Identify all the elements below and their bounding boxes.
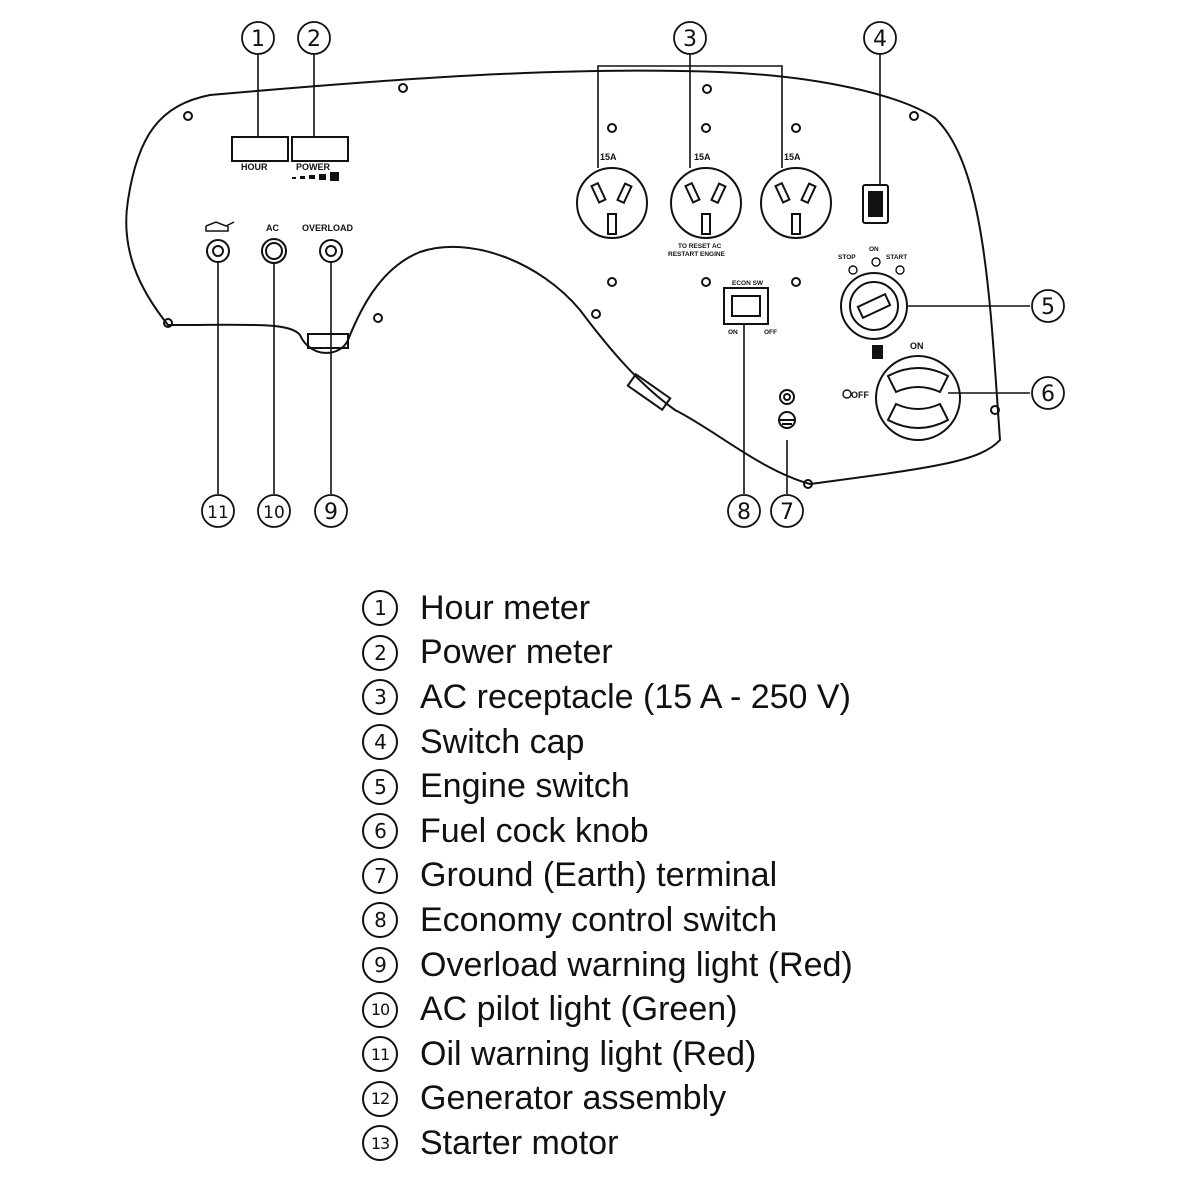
oil-can-icon: [205, 221, 235, 232]
ac-receptacle[interactable]: [576, 167, 648, 239]
legend-item: 2 Power meter: [362, 631, 1122, 676]
legend-text: Fuel cock knob: [420, 811, 649, 850]
ac-receptacle[interactable]: [760, 167, 832, 239]
callout-10: 10: [263, 503, 285, 523]
overload-warning-light: [319, 239, 343, 263]
ac-receptacle[interactable]: [670, 167, 742, 239]
legend-text: Starter motor: [420, 1123, 619, 1162]
legend-text: Overload warning light (Red): [420, 945, 853, 984]
fuel-off-label: OFF: [851, 390, 869, 400]
legend-item: 11 Oil warning light (Red): [362, 1032, 1122, 1077]
economy-control-switch[interactable]: [723, 287, 769, 325]
control-panel-diagram: HOUR POWER AC OVERLOAD 15A 15A 15A TO RE…: [125, 21, 1065, 528]
legend-item: 7 Ground (Earth) terminal: [362, 854, 1122, 899]
legend-number: 5: [362, 768, 398, 805]
callout-9: 9: [324, 500, 338, 525]
legend-item: 12 Generator assembly: [362, 1077, 1122, 1122]
callout-3: 3: [683, 27, 697, 52]
start-label: START: [886, 254, 907, 261]
legend-item: 5 Engine switch: [362, 764, 1122, 809]
receptacle-rating: 15A: [600, 152, 617, 162]
legend-text: Power meter: [420, 633, 613, 672]
callout-6: 6: [1041, 382, 1055, 407]
receptacle-rating: 15A: [784, 152, 801, 162]
legend-number: 12: [362, 1080, 398, 1117]
callout-7: 7: [780, 500, 794, 525]
legend-item: 13 Starter motor: [362, 1121, 1122, 1166]
callout-8: 8: [737, 500, 751, 525]
stop-label: STOP: [838, 254, 856, 261]
econ-off-label: OFF: [764, 329, 777, 336]
legend-item: 10 AC pilot light (Green): [362, 987, 1122, 1032]
legend-number: 13: [362, 1125, 398, 1162]
power-meter: [291, 136, 349, 162]
callout-1: 1: [251, 27, 265, 52]
legend-text: Economy control switch: [420, 900, 778, 939]
legend-number: 6: [362, 813, 398, 850]
legend-text: Generator assembly: [420, 1079, 727, 1118]
reset-note-line2: RESTART ENGINE: [668, 251, 726, 258]
legend-item: 8 Economy control switch: [362, 898, 1122, 943]
legend-number: 10: [362, 991, 398, 1028]
legend-text: AC pilot light (Green): [420, 990, 738, 1029]
legend-text: Oil warning light (Red): [420, 1034, 757, 1073]
econ-on-label: ON: [728, 329, 738, 336]
econ-label: ECON SW: [732, 280, 764, 287]
legend-item: 6 Fuel cock knob: [362, 809, 1122, 854]
legend-number: 1: [362, 590, 398, 627]
on-label: ON: [869, 246, 879, 253]
oil-warning-light: [206, 239, 230, 263]
callout-2: 2: [307, 27, 321, 52]
callout-11: 11: [207, 503, 229, 523]
legend-item: 4 Switch cap: [362, 720, 1122, 765]
legend-item: 9 Overload warning light (Red): [362, 943, 1122, 988]
overload-light-label: OVERLOAD: [302, 223, 354, 233]
parts-legend: 1 Hour meter 2 Power meter 3 AC receptacle (1…: [362, 586, 1122, 1166]
receptacle-rating: 15A: [694, 152, 711, 162]
callout-4: 4: [873, 27, 887, 52]
legend-text: AC receptacle (15 A - 250 V): [420, 677, 851, 716]
legend-number: 11: [362, 1036, 398, 1073]
legend-text: Ground (Earth) terminal: [420, 856, 778, 895]
hour-label: HOUR: [241, 162, 268, 172]
fuel-cock-knob[interactable]: [875, 355, 961, 441]
hour-meter: [231, 136, 289, 162]
legend-number: 2: [362, 634, 398, 671]
fuel-pump-icon: [872, 345, 883, 359]
power-label: POWER: [296, 162, 331, 172]
legend-number: 9: [362, 947, 398, 984]
legend-item: 3 AC receptacle (15 A - 250 V): [362, 675, 1122, 720]
callout-5: 5: [1041, 295, 1055, 320]
legend-text: Switch cap: [420, 722, 585, 761]
switch-cap[interactable]: [862, 184, 889, 224]
legend-number: 4: [362, 724, 398, 761]
legend-number: 3: [362, 679, 398, 716]
legend-item: 1 Hour meter: [362, 586, 1122, 631]
legend-text: Engine switch: [420, 767, 630, 806]
fuel-on-label: ON: [910, 341, 924, 351]
engine-switch[interactable]: [840, 272, 908, 340]
legend-number: 7: [362, 857, 398, 894]
ground-terminal[interactable]: [778, 389, 796, 429]
ac-light-label: AC: [266, 223, 279, 233]
legend-number: 8: [362, 902, 398, 939]
legend-text: Hour meter: [420, 588, 591, 627]
reset-note-line1: TO RESET AC: [678, 243, 722, 250]
